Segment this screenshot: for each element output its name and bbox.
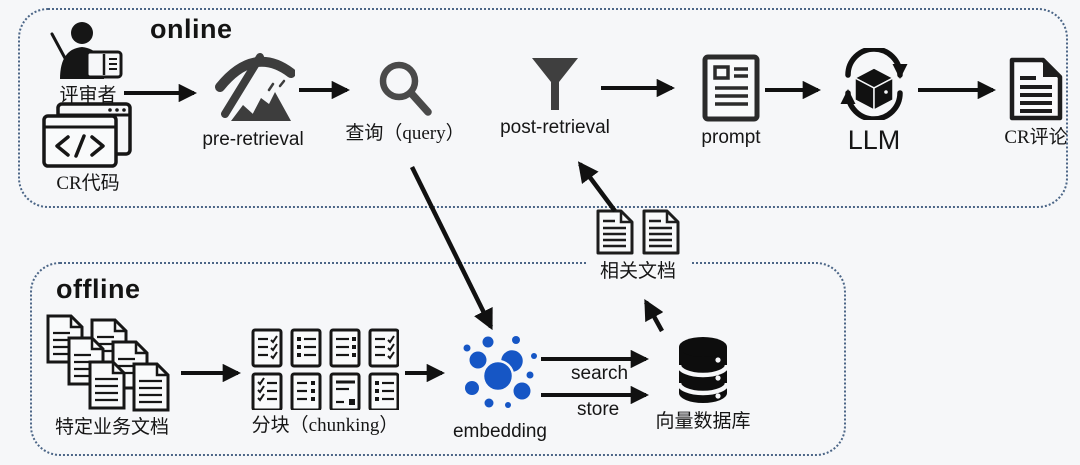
node-reviewer: 评审者 [36,22,140,107]
business-docs-label: 特定业务文档 [54,417,169,438]
magnifier-icon [379,61,432,116]
two-documents-icon [595,208,681,256]
funnel-icon [532,58,578,110]
offline-section-title: offline [56,274,141,304]
related-docs-label: 相关文档 [599,261,676,282]
node-pre-retrieval: pre-retrieval [198,44,308,151]
online-section-box: online [18,8,1068,208]
document-icon [642,209,680,255]
pickaxe-mining-icon [215,53,295,121]
node-query: 查询（query） [342,58,468,145]
node-chunking: 分块（chunking） [246,328,404,437]
node-vector-db: 向量数据库 [648,336,758,433]
chunk-cards-grid-icon [251,328,399,410]
cr-comment-label: CR评论 [1004,127,1068,148]
post-retrieval-label: post-retrieval [500,117,610,138]
chunking-label: 分块（chunking） [251,415,399,436]
node-cr-comment: CR评论 [998,56,1074,149]
person-with-book-icon [50,22,123,79]
llm-label: LLM [847,125,901,155]
code-window-icon [42,102,132,168]
search-edge-label: search [571,363,629,384]
document-lines-icon [702,54,760,122]
blue-bubble-cluster-icon [463,336,537,408]
prompt-label: prompt [701,127,761,148]
database-cylinder-icon [676,337,730,403]
vector-db-label: 向量数据库 [655,411,751,432]
cr-code-label: CR代码 [56,173,120,194]
node-cr-code: CR代码 [36,102,140,195]
query-label: 查询（query） [345,123,465,144]
node-related-docs: 相关文档 [586,208,690,285]
node-business-docs: 特定业务文档 [42,314,182,439]
online-section-title: online [150,14,233,44]
node-embedding: embedding [450,330,550,443]
document-stack-icon [46,314,170,412]
node-post-retrieval: post-retrieval [495,56,615,139]
store-edge-label: store [577,399,620,420]
document-page-icon [1009,57,1063,121]
embedding-label: embedding [452,421,548,442]
package-recycle-icon [840,48,908,120]
node-llm: LLM [830,48,918,156]
node-prompt: prompt [690,54,772,149]
document-icon [596,209,634,255]
pre-retrieval-label: pre-retrieval [202,129,304,150]
reviewer-label: 评审者 [59,85,117,106]
